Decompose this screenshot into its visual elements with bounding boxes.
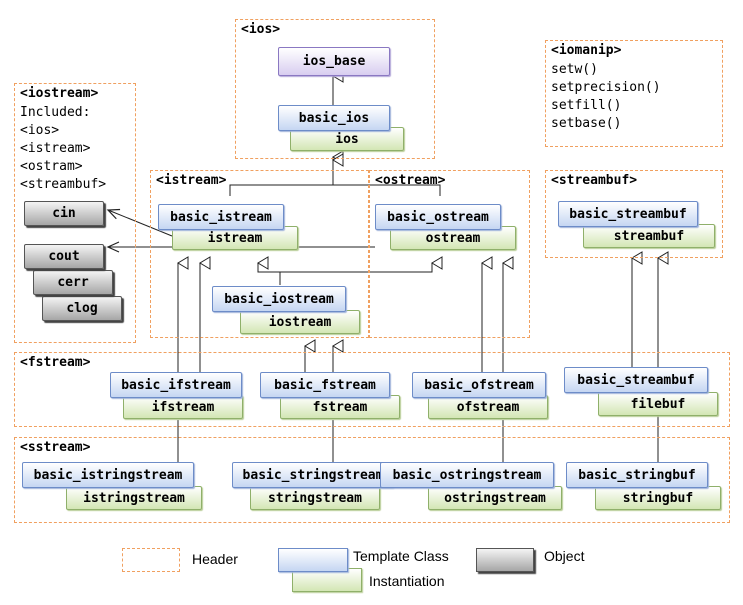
- line-iostream-to-ostream: [280, 256, 443, 273]
- stringbuf-instantiation: stringbuf: [595, 486, 721, 510]
- iomanip-setbase: setbase(): [551, 116, 622, 131]
- iostream-included-ostram: <ostram>: [20, 159, 83, 174]
- basic-stringstream-template: basic_stringstream: [232, 462, 394, 488]
- legend-instantiation-label: Instantiation: [369, 573, 445, 589]
- legend-header-swatch: [122, 548, 180, 572]
- iostream-included-ios: <ios>: [20, 123, 60, 138]
- header-ios: <ios>: [235, 19, 435, 159]
- stringstream-instantiation: stringstream: [250, 486, 380, 510]
- header-ostream: <ostream>: [369, 170, 530, 338]
- ios-base-class: ios_base: [278, 47, 390, 76]
- line-iostream-to-istream: [257, 256, 281, 285]
- header-fstream: <fstream>: [14, 352, 730, 427]
- basic-filebuf-template: basic_streambuf: [564, 367, 708, 393]
- header-fstream-title: <fstream>: [20, 355, 91, 370]
- iostream-included-istream: <istream>: [20, 141, 91, 156]
- header-iomanip-title: <iomanip>: [551, 43, 622, 58]
- streambuf-instantiation: streambuf: [583, 224, 715, 248]
- fstream-instantiation: fstream: [280, 395, 400, 419]
- header-ostream-title: <ostream>: [375, 173, 446, 188]
- basic-ostream-template: basic_ostream: [375, 204, 501, 230]
- header-streambuf-title: <streambuf>: [551, 173, 638, 188]
- iostream-included-streambuf: <streambuf>: [20, 177, 107, 192]
- header-sstream-title: <sstream>: [20, 440, 91, 455]
- header-streambuf: <streambuf>: [545, 170, 723, 258]
- ostream-instantiation: ostream: [390, 226, 516, 250]
- legend-template-label: Template Class: [353, 548, 449, 564]
- iomanip-setfill: setfill(): [551, 98, 622, 113]
- legend-instantiation-swatch: [292, 568, 362, 592]
- iostream-instantiation: iostream: [240, 310, 360, 334]
- clog-object: clog: [42, 296, 122, 321]
- header-iomanip: <iomanip> setw() setprecision() setfill(…: [545, 40, 723, 147]
- ifstream-instantiation: ifstream: [123, 395, 243, 419]
- basic-istream-template: basic_istream: [158, 204, 284, 230]
- cout-object: cout: [24, 244, 104, 269]
- header-ios-title: <ios>: [241, 22, 281, 37]
- header-iostream-title: <iostream>: [20, 86, 99, 101]
- basic-ios-template: basic_ios: [278, 105, 390, 131]
- legend-object-swatch: [476, 548, 534, 572]
- header-istream-title: <istream>: [156, 173, 227, 188]
- iostream-included-label: Included:: [20, 105, 91, 120]
- line-istream-to-cin: [106, 208, 173, 237]
- basic-fstream-template: basic_fstream: [260, 372, 390, 398]
- filebuf-instantiation: filebuf: [598, 392, 718, 416]
- legend-template-swatch: [278, 548, 348, 572]
- header-istream: <istream>: [150, 170, 369, 338]
- legend-header-label: Header: [192, 551, 238, 567]
- ostringstream-instantiation: ostringstream: [428, 486, 562, 510]
- legend-object-label: Object: [544, 548, 585, 564]
- basic-ofstream-template: basic_ofstream: [412, 372, 546, 398]
- header-sstream: <sstream>: [14, 437, 730, 523]
- cerr-object: cerr: [33, 270, 113, 295]
- basic-istringstream-template: basic_istringstream: [22, 462, 194, 488]
- istringstream-instantiation: istringstream: [66, 486, 202, 510]
- iomanip-setw: setw(): [551, 62, 598, 77]
- ofstream-instantiation: ofstream: [428, 395, 548, 419]
- header-iostream: <iostream> Included: <ios> <istream> <os…: [14, 83, 136, 343]
- basic-iostream-template: basic_iostream: [212, 286, 346, 312]
- iomanip-setprecision: setprecision(): [551, 80, 661, 95]
- basic-ifstream-template: basic_ifstream: [110, 372, 242, 398]
- basic-ostringstream-template: basic_ostringstream: [380, 462, 554, 488]
- cin-object: cin: [24, 201, 104, 226]
- basic-stringbuf-template: basic_stringbuf: [566, 462, 708, 488]
- basic-streambuf-template: basic_streambuf: [558, 201, 698, 227]
